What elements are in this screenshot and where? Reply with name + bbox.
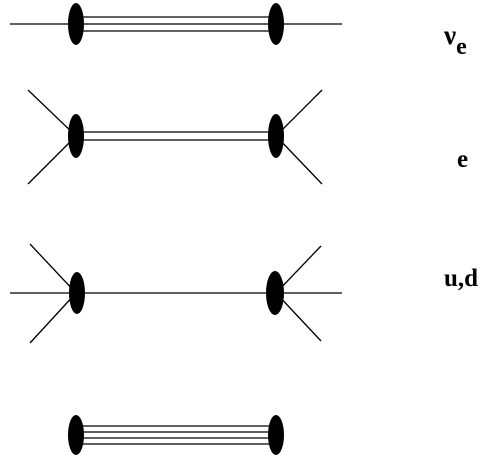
- external-line-upper-right: [275, 89, 323, 137]
- external-line-lower-right: [275, 292, 322, 342]
- label-neutrino: νe: [443, 20, 467, 60]
- vertex-blob-right: [266, 271, 284, 315]
- vertex-blob-left: [69, 272, 85, 314]
- external-line-lower-left: [29, 292, 77, 344]
- vertex-blob-right: [268, 415, 284, 455]
- external-line-upper-left: [27, 89, 77, 137]
- label-neutrino-subscript: e: [456, 34, 467, 60]
- external-line-lower-right: [275, 135, 323, 185]
- external-line-upper-left: [29, 243, 77, 294]
- label-neutrino-symbol: ν: [443, 20, 456, 50]
- diagram-row-electron: [27, 89, 323, 185]
- vertex-blob-left: [68, 3, 84, 45]
- internal-lines: [76, 131, 276, 141]
- internal-lines: [76, 16, 276, 32]
- diagram-row-four-lines: [68, 415, 284, 455]
- diagram-row-neutrino: [10, 3, 342, 45]
- external-line-upper-right: [275, 245, 322, 294]
- vertex-blob-right: [268, 3, 284, 45]
- internal-lines: [76, 425, 276, 445]
- vertex-blob-left: [68, 114, 84, 158]
- vertex-blob-right: [268, 114, 284, 158]
- diagram-row-quarks: [10, 243, 342, 344]
- label-electron: e: [457, 146, 468, 173]
- vertex-blob-left: [68, 415, 84, 455]
- external-line-lower-left: [27, 135, 77, 185]
- label-quarks: u,d: [444, 265, 478, 292]
